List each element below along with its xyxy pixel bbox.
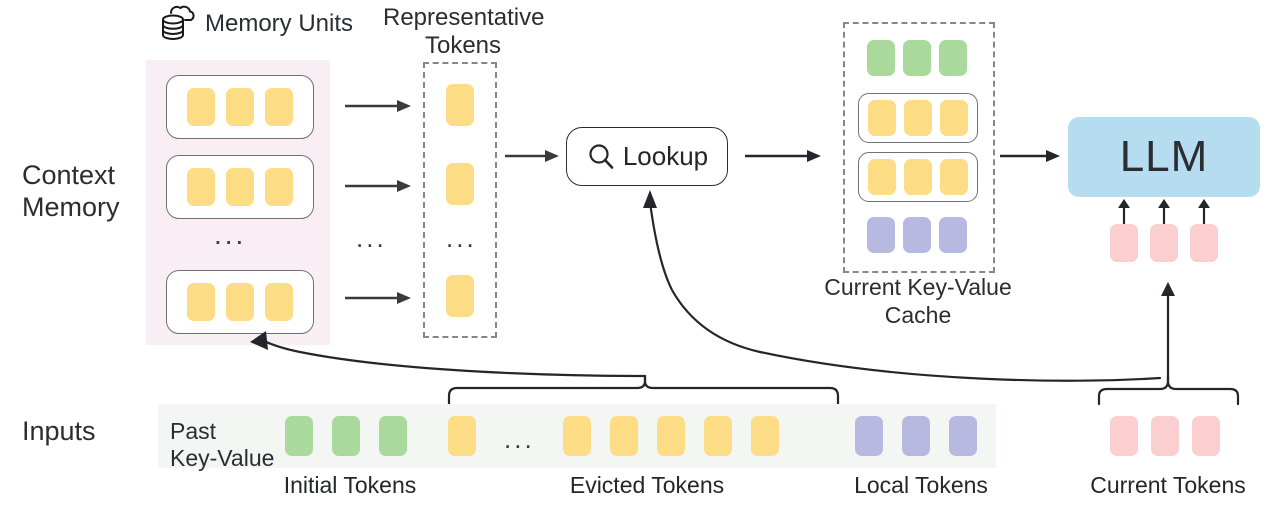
lookup-button[interactable]: Lookup [566, 127, 728, 186]
memory-token [187, 168, 215, 206]
kv-token [940, 100, 968, 136]
memory-token [265, 168, 293, 206]
llm-input-token [1190, 224, 1218, 262]
input-token-evicted [704, 416, 732, 456]
kv-cache-caption: Current Key-Value Cache [824, 274, 1012, 328]
past-key-value-label: Past Key-Value [170, 418, 275, 471]
input-token-initial [379, 416, 407, 456]
context-memory-label: Context Memory [22, 160, 120, 222]
input-token-initial [332, 416, 360, 456]
kv-token [867, 217, 895, 253]
arrow-lookup-to-kvcache [745, 150, 821, 162]
arrow-memory-to-rep-1 [345, 100, 411, 112]
memory-token [187, 283, 215, 321]
input-token-evicted [751, 416, 779, 456]
representative-tokens-label: Representative Tokens [383, 4, 545, 60]
arrow-rep-to-lookup [505, 150, 559, 162]
kv-token [868, 159, 896, 195]
memory-unit-1[interactable] [166, 75, 314, 139]
input-token-evicted [563, 416, 591, 456]
kv-token [939, 217, 967, 253]
memory-units-label: Memory Units [205, 10, 354, 37]
memory-token [226, 168, 254, 206]
group-label-local-tokens: Local Tokens [854, 472, 988, 498]
llm-box: LLM [1068, 117, 1260, 197]
representative-tokens-box [423, 62, 497, 338]
arrow-current-token-to-llm-1 [1118, 199, 1130, 227]
memory-unit-3[interactable] [166, 270, 314, 334]
representative-token [446, 84, 474, 126]
representative-token [446, 275, 474, 317]
input-token-current [1151, 416, 1179, 456]
inputs-ellipsis: ... [504, 424, 535, 454]
kv-token [939, 40, 967, 76]
kv-token [940, 159, 968, 195]
kv-token [904, 159, 932, 195]
arrow-memory-to-rep-2 [345, 180, 411, 192]
memory-token [226, 88, 254, 126]
inputs-label: Inputs [22, 416, 96, 446]
input-token-local [902, 416, 930, 456]
arrows-ellipsis: ... [356, 223, 387, 253]
memory-unit-2[interactable] [166, 155, 314, 219]
input-token-current [1192, 416, 1220, 456]
memory-units-header: Memory Units [158, 4, 353, 44]
group-label-initial-tokens: Initial Tokens [283, 472, 417, 498]
kv-token [903, 40, 931, 76]
kv-row-retrieved-1 [858, 93, 978, 143]
representative-tokens-ellipsis: ... [446, 223, 477, 253]
memory-units-ellipsis: ... [214, 219, 247, 250]
memory-token [265, 283, 293, 321]
search-icon [586, 142, 616, 172]
group-label-evicted-tokens: Evicted Tokens [569, 472, 725, 498]
arrow-current-token-to-llm-2 [1158, 199, 1170, 227]
representative-token [446, 163, 474, 205]
memory-token [226, 283, 254, 321]
input-token-evicted [448, 416, 476, 456]
kv-token [904, 100, 932, 136]
kv-token [867, 40, 895, 76]
input-token-local [949, 416, 977, 456]
kv-row-retrieved-2 [858, 152, 978, 202]
kv-row-initial [858, 34, 976, 82]
kv-token [868, 100, 896, 136]
input-token-evicted [610, 416, 638, 456]
arrow-kvcache-to-llm [1000, 150, 1060, 162]
kv-token [903, 217, 931, 253]
llm-input-token [1110, 224, 1138, 262]
input-token-current [1110, 416, 1138, 456]
current-kv-cache-box [843, 22, 995, 273]
llm-input-token [1150, 224, 1178, 262]
cloud-database-icon [158, 4, 196, 44]
llm-label: LLM [1119, 132, 1209, 181]
input-token-local [855, 416, 883, 456]
group-label-current-tokens: Current Tokens [1090, 472, 1246, 498]
memory-token [265, 88, 293, 126]
kv-row-local [858, 211, 976, 259]
memory-token [187, 88, 215, 126]
input-token-initial [285, 416, 313, 456]
input-token-evicted [657, 416, 685, 456]
arrow-current-token-to-llm-3 [1198, 199, 1210, 227]
lookup-label: Lookup [622, 141, 709, 171]
arrow-memory-to-rep-3 [345, 292, 411, 304]
